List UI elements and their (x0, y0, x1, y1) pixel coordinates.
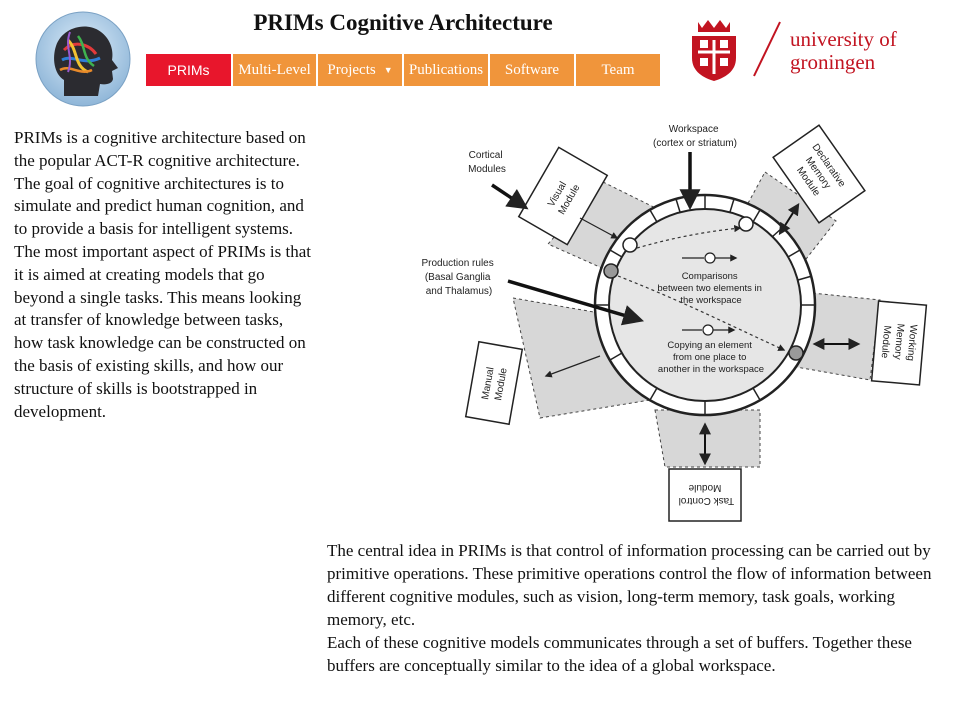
main-nav: PRIMs Multi-Level Projects ▼ Publications… (146, 54, 660, 86)
central-idea-text: The central idea in PRIMs is that contro… (327, 539, 937, 677)
workspace-flows (617, 224, 786, 351)
page-title: PRIMs Cognitive Architecture (253, 10, 553, 35)
flow-arrows (544, 217, 619, 378)
intro-paragraph: PRIMs is a cognitive architecture based … (14, 128, 306, 239)
double-arrow (778, 202, 800, 236)
flow-arrow (579, 217, 619, 239)
tab-label: Software (504, 61, 560, 78)
svg-text:Task Control Module: Task Control Module (676, 482, 734, 506)
pointer-arrows (491, 152, 701, 326)
tab-prims[interactable]: PRIMs (146, 54, 231, 86)
tab-label: PRIMs (167, 62, 210, 78)
operator-symbols (682, 252, 738, 336)
head-logo (35, 11, 131, 107)
module-label: Memory (892, 323, 906, 360)
production-label-line: and Thalamus) (426, 286, 493, 297)
production-rules-label: Production rules (Basal Ganglia and Thal… (421, 258, 496, 297)
comparisons-label-line: Comparisons (682, 271, 738, 282)
university-name-line1: university of (790, 27, 897, 51)
tab-label: Publications (408, 61, 484, 78)
tab-label: Multi-Level (238, 61, 311, 78)
dotted-flow-arrow (617, 275, 786, 351)
copying-label-line: another in the workspace (658, 364, 764, 375)
copying-label-line: Copying an element (667, 340, 752, 351)
intro-text: PRIMs is a cognitive architecture based … (14, 127, 314, 423)
tab-software[interactable]: Software (490, 54, 574, 86)
workspace-label: Workspace (cortex or striatum) (653, 124, 737, 149)
university-logo[interactable]: university of groningen (688, 14, 933, 84)
comparisons-label: Comparisons between two elements in the … (657, 271, 764, 306)
tab-label: Projects (327, 61, 376, 78)
workspace-label-line: (cortex or striatum) (653, 138, 737, 149)
central-paragraph: Each of these cognitive models communica… (327, 633, 912, 675)
module-label: Module (688, 482, 721, 493)
cortical-label-line: Modules (468, 164, 506, 175)
workspace-label-line: Workspace (669, 124, 719, 135)
svg-text:Working Memory Mod: Working Memory Module (878, 322, 918, 364)
university-name-line2: groningen (790, 50, 876, 74)
tab-projects[interactable]: Projects ▼ (318, 54, 402, 86)
comparison-operator-node (704, 252, 716, 264)
copy-operator-node (702, 324, 714, 336)
comparisons-label-line: between two elements in (657, 283, 762, 294)
declarative-memory-module: Declarative Memory Module (772, 124, 866, 224)
crest-icon (692, 20, 736, 81)
module-label: Module (879, 325, 893, 359)
logo-slash (753, 21, 781, 77)
tab-team[interactable]: Team (576, 54, 660, 86)
workspace-ring (593, 193, 817, 417)
cortical-modules-label: Cortical Modules (468, 150, 506, 175)
tab-publications[interactable]: Publications (404, 54, 488, 86)
working-memory-module: Working Memory Module (870, 300, 928, 386)
module-label: Task Control (679, 495, 735, 506)
cortical-pointer-arrow (491, 183, 529, 210)
manual-module: Manual Module (464, 340, 524, 426)
architecture-diagram: Visual Module Declarative Memory Module … (421, 124, 928, 522)
comparisons-label-line: the workspace (680, 295, 741, 306)
dotted-flow-arrow (636, 224, 742, 249)
cortical-label-line: Cortical (469, 150, 503, 161)
copying-label: Copying an element from one place to ano… (658, 340, 764, 375)
production-label-line: (Basal Ganglia (425, 272, 491, 283)
dropdown-caret-icon: ▼ (383, 65, 393, 75)
module-label: Working (905, 324, 919, 361)
production-label-line: Production rules (421, 258, 493, 269)
task-control-module: Task Control Module (668, 468, 742, 522)
visual-module: Visual Module (517, 146, 609, 246)
central-paragraph: The central idea in PRIMs is that contro… (327, 541, 932, 629)
intro-paragraph: The most important aspect of PRIMs is th… (14, 241, 311, 421)
double-arrows (699, 202, 861, 466)
production-pointer-arrow (507, 279, 645, 326)
tab-multi-level[interactable]: Multi-Level (233, 54, 316, 86)
copying-label-line: from one place to (673, 352, 746, 363)
flow-arrow (544, 355, 601, 378)
tab-label: Team (601, 61, 635, 78)
